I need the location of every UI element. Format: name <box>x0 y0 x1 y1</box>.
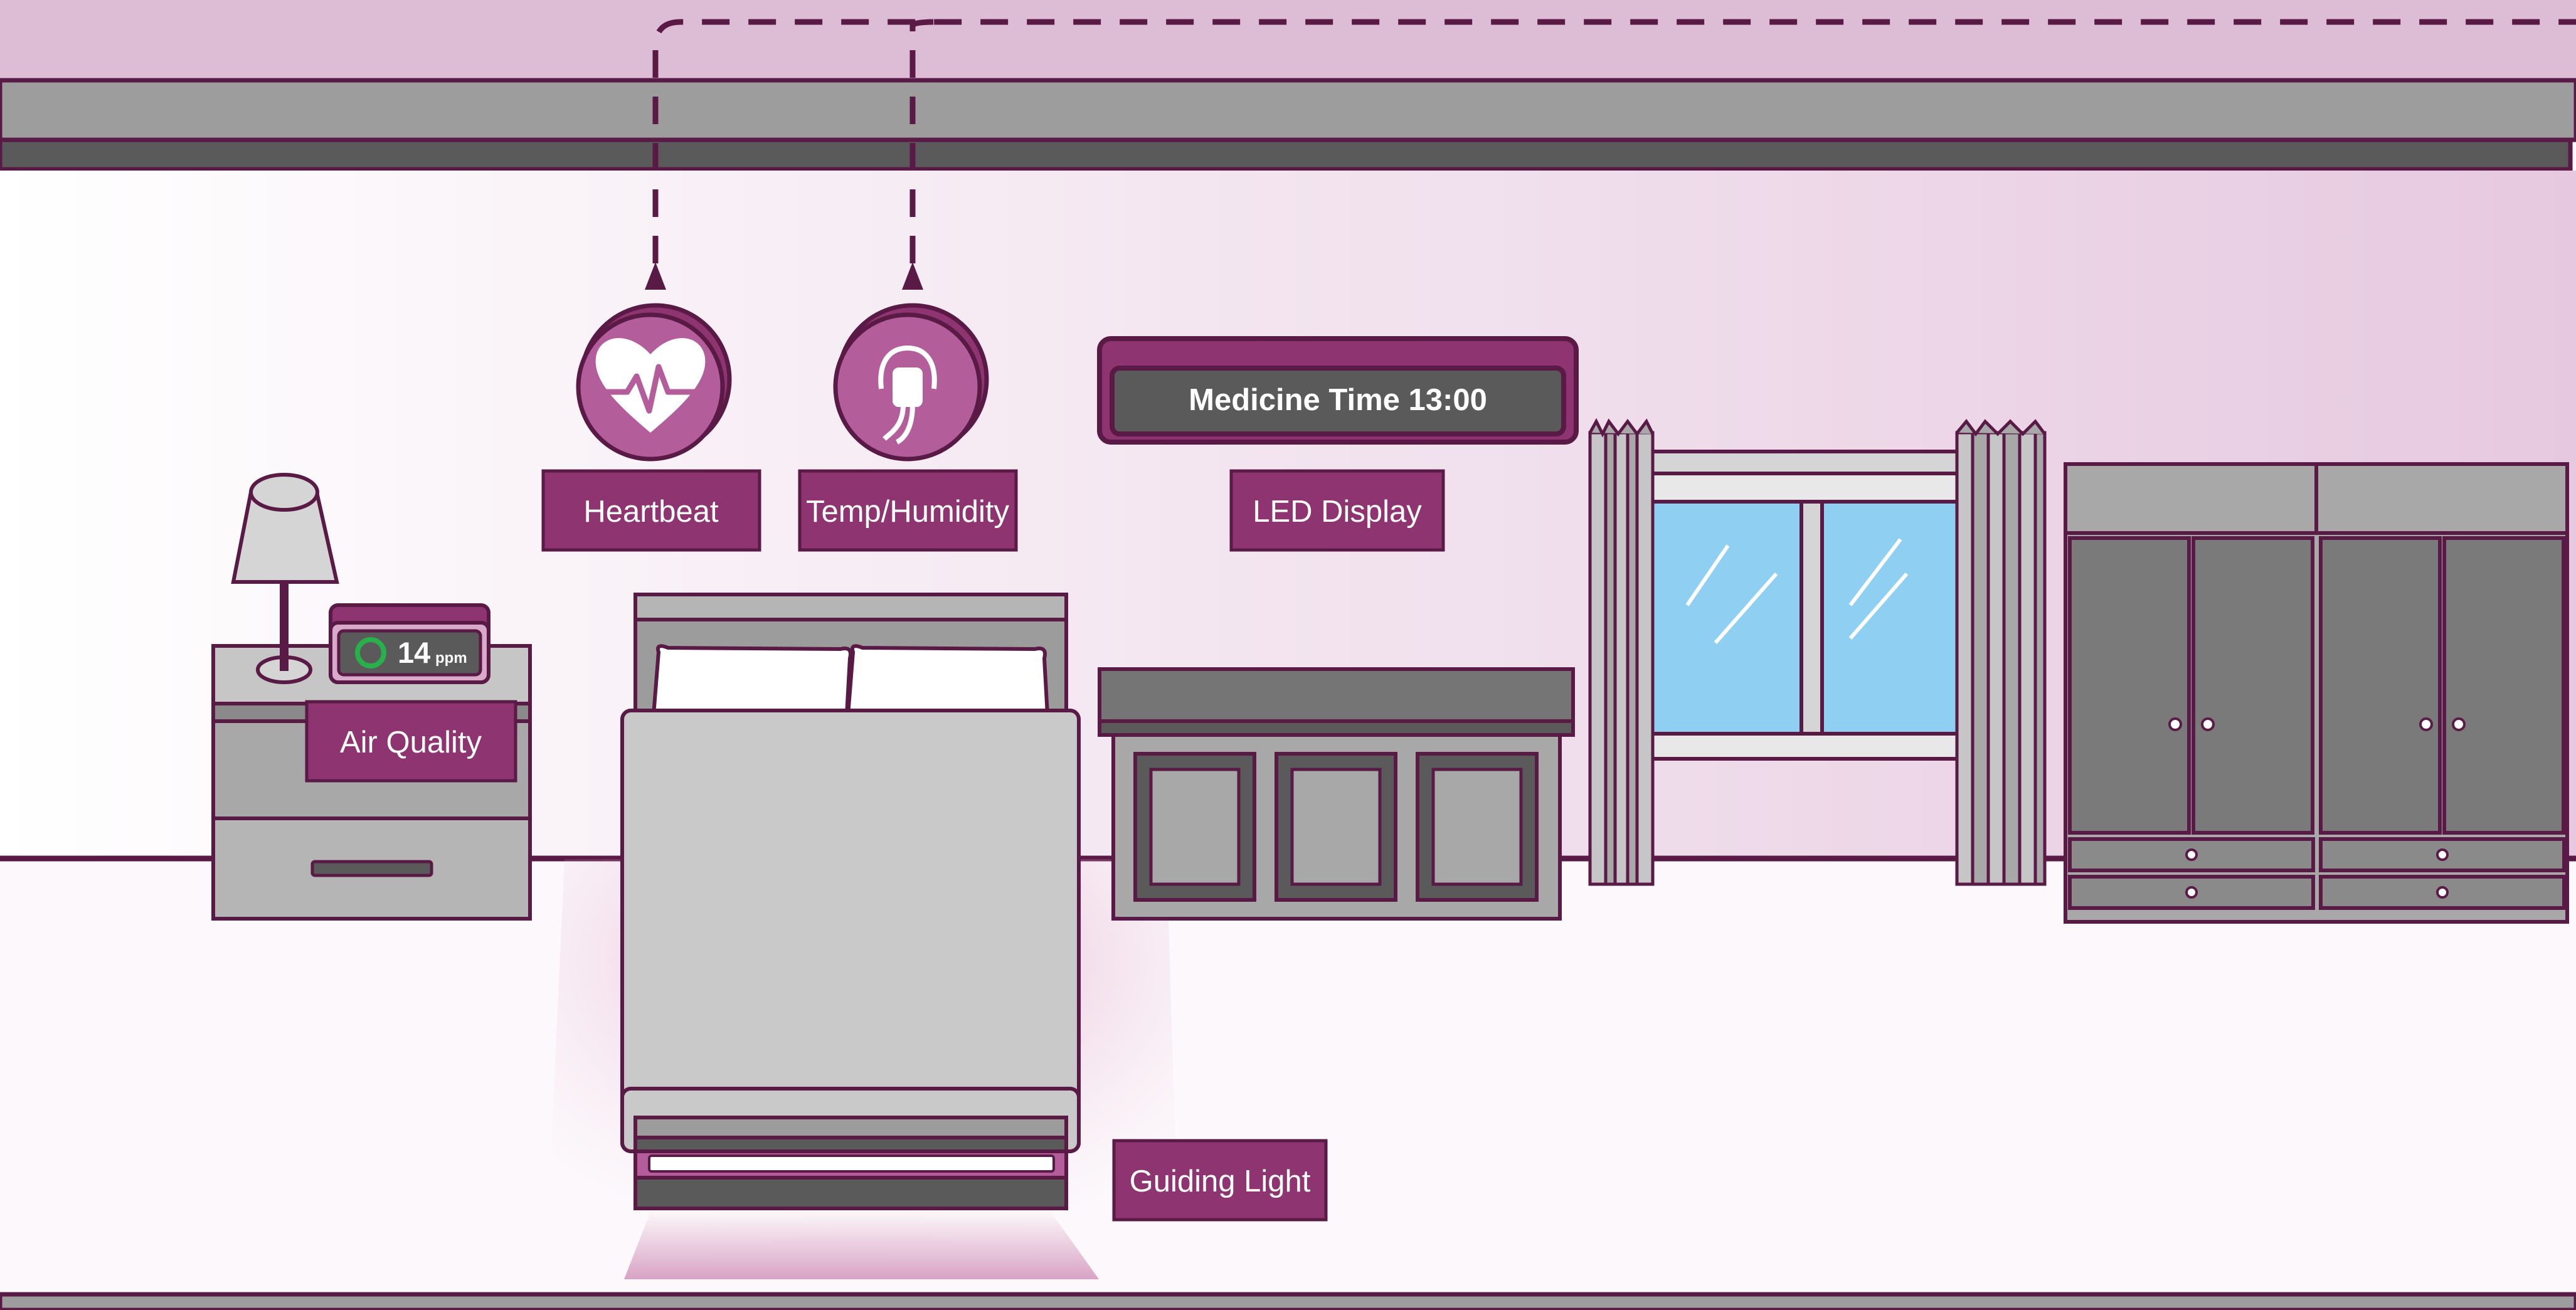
window-glass-left <box>1651 502 1801 734</box>
label-air-quality-text: Air Quality <box>340 726 482 759</box>
floor <box>0 858 2576 1297</box>
guiding-light-beam <box>624 1207 1099 1279</box>
pillow-right <box>848 646 1047 715</box>
window-header <box>1640 473 1991 502</box>
headboard-top <box>635 594 1066 620</box>
label-temp-humidity-text: Temp/Humidity <box>806 495 1010 529</box>
ceiling-band <box>0 0 2576 80</box>
bottom-border <box>0 1294 2576 1310</box>
drawer-handle <box>312 862 432 875</box>
curtain-left <box>1590 421 1653 884</box>
window-sill <box>1640 734 1991 759</box>
bed-cover <box>622 710 1079 1151</box>
wardrobe-top-right <box>2316 464 2567 533</box>
sideboard-panel <box>1418 754 1537 900</box>
guiding-light-tube <box>649 1156 1054 1171</box>
wardrobe-door <box>2444 538 2563 833</box>
label-heartbeat: Heartbeat <box>543 471 760 550</box>
led-display-device: Medicine Time 13:00 <box>1100 339 1576 442</box>
lamp-shade-top <box>251 475 317 510</box>
ceiling-beam <box>0 80 2576 140</box>
air-quality-unit: ppm <box>435 650 467 667</box>
led-display-message: Medicine Time 13:00 <box>1189 383 1487 417</box>
ceiling-rail <box>0 140 2570 169</box>
sideboard-panel <box>1276 754 1396 900</box>
window <box>1640 452 1991 759</box>
air-quality-value: 14 <box>398 636 430 669</box>
lamp-stem <box>280 580 289 671</box>
pillow-left <box>654 646 851 715</box>
label-led-display-text: LED Display <box>1253 495 1422 529</box>
window-glass-right <box>1822 502 1973 734</box>
air-quality-sensor: 14 ppm <box>331 605 489 682</box>
sideboard <box>1100 669 1573 919</box>
wardrobe-door <box>2321 538 2440 833</box>
label-temp-humidity: Temp/Humidity <box>800 471 1016 550</box>
wardrobe <box>2065 464 2567 922</box>
sideboard-top-trim <box>1100 721 1573 735</box>
bed-frame-rail <box>635 1117 1066 1138</box>
wardrobe-door <box>2070 538 2189 833</box>
wardrobe-door <box>2193 538 2313 833</box>
label-heartbeat-text: Heartbeat <box>583 495 719 529</box>
wardrobe-top-left <box>2065 464 2316 533</box>
curtain-right <box>1957 421 2045 884</box>
sideboard-panel <box>1135 754 1254 900</box>
label-guiding-light: Guiding Light <box>1114 1141 1326 1220</box>
label-air-quality: Air Quality <box>307 702 516 781</box>
label-guiding-light-text: Guiding Light <box>1130 1165 1311 1198</box>
label-led-display: LED Display <box>1231 471 1443 550</box>
